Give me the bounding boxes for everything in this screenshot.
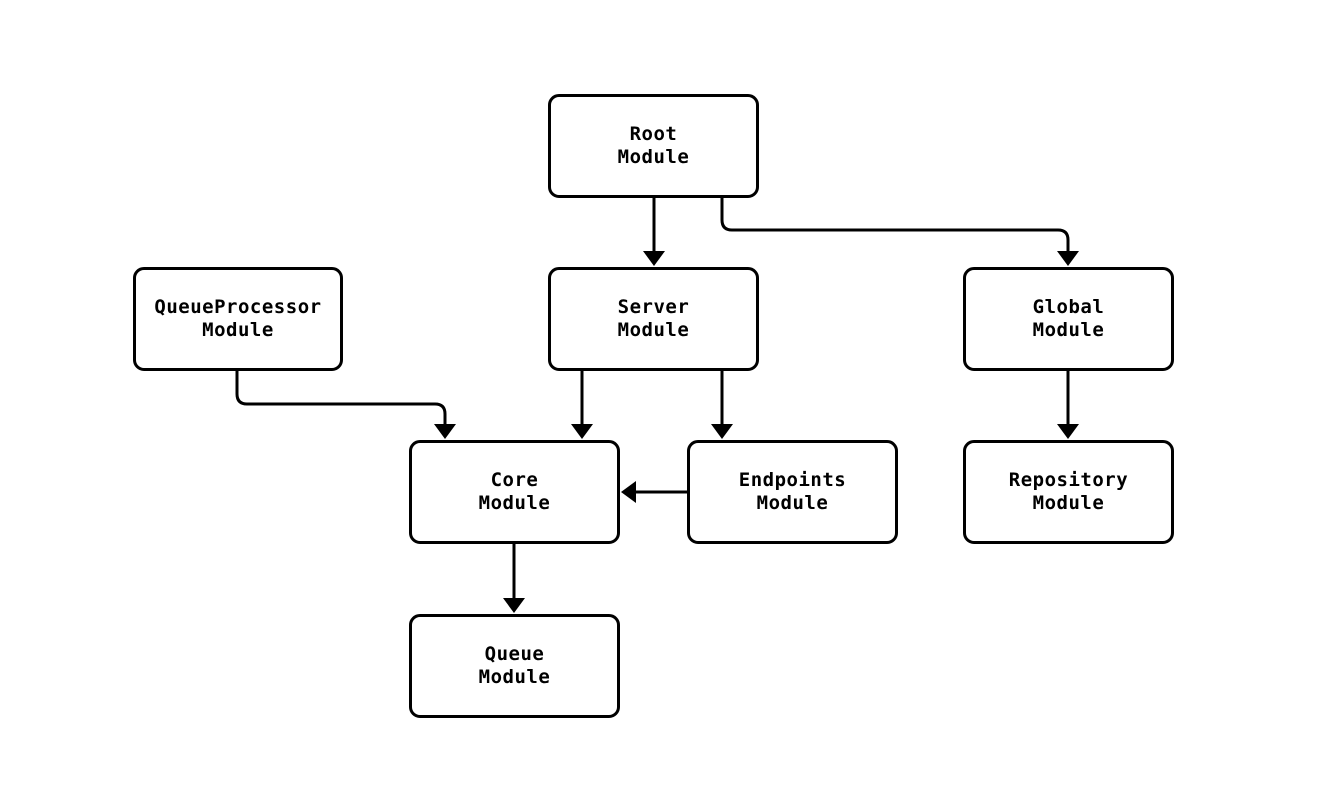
- node-label-secondary: Module: [478, 666, 551, 688]
- edge-root-to-server: [643, 198, 665, 266]
- edge-root-to-global: [720, 198, 1079, 266]
- node-label-primary: Queue: [484, 643, 545, 665]
- edge-endpoints-to-core: [621, 481, 687, 503]
- edge-server-to-core: [571, 371, 593, 439]
- node-label-secondary: Module: [1032, 319, 1105, 341]
- arrowhead-icon: [643, 251, 665, 266]
- node-label-primary: Endpoints: [738, 469, 847, 491]
- node-label-secondary: Module: [1032, 492, 1105, 514]
- arrowhead-icon: [571, 424, 593, 439]
- arrowhead-icon: [1057, 424, 1079, 439]
- arrowhead-icon: [503, 598, 525, 613]
- node-label-primary: Server: [617, 296, 690, 318]
- node-label-primary: Core: [490, 469, 539, 491]
- node-label-primary: QueueProcessor: [154, 296, 322, 318]
- edge-line: [235, 371, 447, 426]
- node-label-secondary: Module: [202, 319, 274, 341]
- node-label-primary: Global: [1032, 296, 1105, 318]
- node-label-primary: Repository: [1008, 469, 1129, 491]
- arrowhead-icon: [711, 424, 733, 439]
- node-label-secondary: Module: [756, 492, 829, 514]
- edge-server-to-endpoints: [711, 371, 733, 439]
- arrowhead-icon: [434, 424, 456, 439]
- edge-core-to-queue: [503, 544, 525, 613]
- node-label-secondary: Module: [617, 146, 690, 168]
- edge-line: [720, 198, 1070, 252]
- arrowhead-icon: [621, 481, 636, 503]
- edge-queueprocessor-to-core: [235, 371, 456, 439]
- arrowhead-icon: [1057, 251, 1079, 266]
- node-label-secondary: Module: [617, 319, 690, 341]
- node-label-secondary: Module: [478, 492, 551, 514]
- node-label-primary: Root: [629, 123, 678, 145]
- edge-global-to-repository: [1057, 371, 1079, 439]
